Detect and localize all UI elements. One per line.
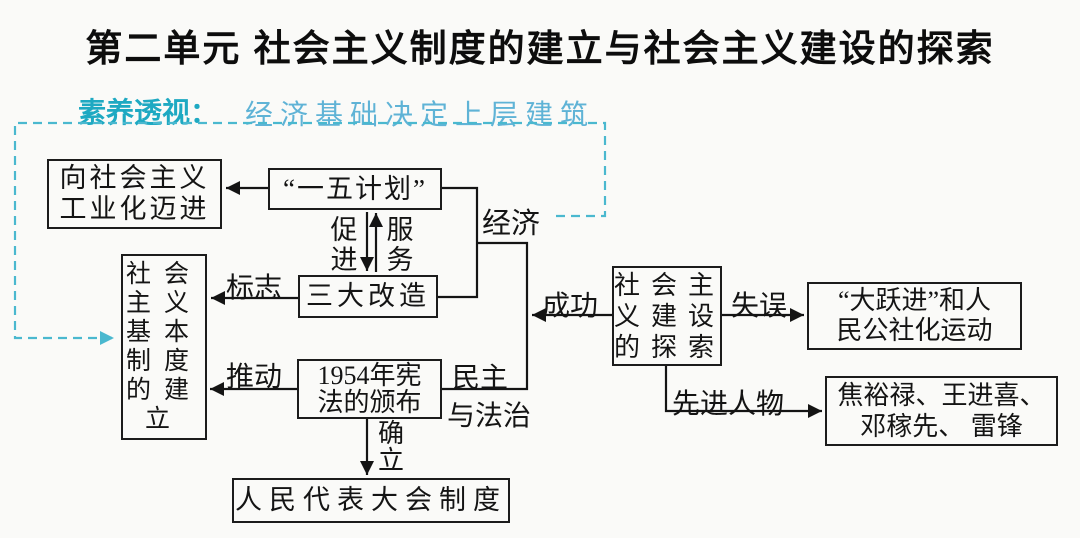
core-literacy-text: 经济基础决定上层建筑	[245, 100, 596, 131]
label-democracy: 民主	[452, 363, 509, 394]
label-establish: 确立	[377, 419, 404, 475]
box-industrialization: 向社会主义工业化迈进	[47, 159, 222, 229]
literacy-dashed-frame-arrow	[13, 121, 607, 345]
label-mistake: 失误	[731, 291, 788, 322]
unit-title: 第二单元 社会主义制度的建立与社会主义建设的探索	[85, 28, 995, 69]
label-rule-of-law: 与法治	[447, 401, 532, 432]
label-marker: 标志	[226, 273, 283, 304]
label-serve: 服务	[386, 215, 414, 275]
box-peoples-congress: 人民代表大会制度	[232, 478, 510, 523]
arrow-pioneers-right	[664, 364, 822, 418]
box-constitution-1954: 1954年宪法的颁布	[297, 359, 442, 419]
label-economy: 经济	[482, 208, 541, 240]
box-role-models: 焦裕禄、王进喜、邓稼先、 雷锋	[825, 376, 1058, 446]
box-great-leap: “大跃进”和人民公社化运动	[807, 282, 1022, 350]
label-pioneers: 先进人物	[672, 389, 785, 420]
label-push: 推动	[226, 362, 283, 393]
box-exploration: 社会主义建设的探索	[612, 266, 722, 366]
box-three-transformations: 三大改造	[298, 275, 438, 318]
success-branch-bracket	[442, 241, 529, 391]
label-success: 成功	[542, 291, 599, 322]
plan-economy-connector	[438, 186, 479, 299]
label-promote: 促进	[330, 215, 358, 275]
box-five-year-plan: “一五计划”	[268, 168, 442, 210]
box-socialist-system: 社会主义基本制度的建立	[121, 254, 207, 440]
